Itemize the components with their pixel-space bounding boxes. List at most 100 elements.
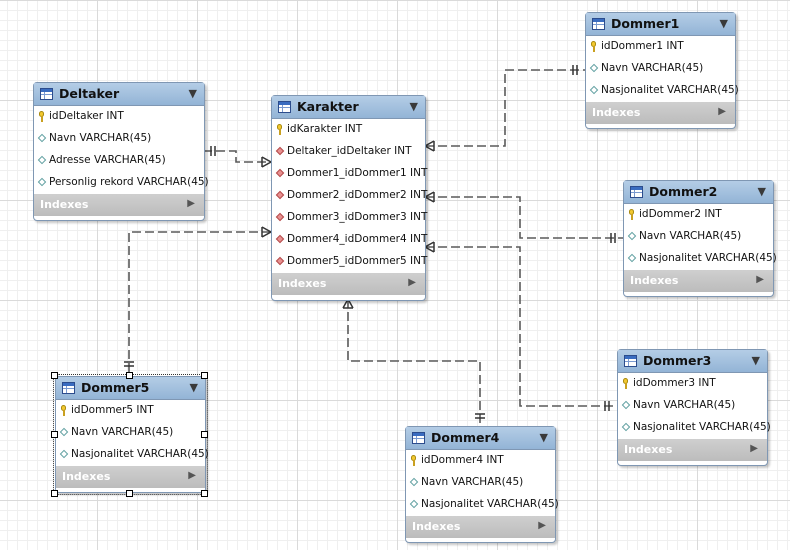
indexes-section[interactable]: Indexes▶ — [624, 270, 773, 292]
table-icon — [40, 88, 53, 100]
table-icon — [412, 432, 425, 444]
column-row[interactable]: Adresse VARCHAR(45) — [34, 150, 204, 172]
table-dommer4[interactable]: Dommer4 ▼ idDommer4 INT Navn VARCHAR(45)… — [405, 426, 559, 543]
resize-handle-top-right[interactable] — [201, 372, 208, 379]
indexes-section[interactable]: Indexes▶ — [618, 439, 767, 461]
column-diamond-icon — [621, 400, 631, 410]
indexes-section[interactable]: Indexes▶ — [56, 466, 205, 488]
resize-handle-top-left[interactable] — [51, 372, 58, 379]
column-row[interactable]: idDeltaker INT — [34, 106, 204, 128]
resize-handle-right[interactable] — [201, 431, 208, 438]
link-karakter-deltaker[interactable] — [203, 150, 271, 163]
column-row[interactable]: idKarakter INT — [272, 119, 425, 141]
link-karakter-dommer3[interactable] — [425, 246, 617, 407]
table-header[interactable]: Dommer3 ▼ — [618, 350, 767, 373]
column-diamond-icon — [37, 133, 47, 143]
expand-arrow-icon[interactable]: ▶ — [538, 520, 546, 531]
table-name: Karakter — [297, 99, 359, 114]
expand-arrow-icon[interactable]: ▶ — [188, 470, 196, 481]
table-icon — [630, 186, 643, 198]
primary-key-icon — [39, 111, 44, 122]
column-row[interactable]: Personlig rekord VARCHAR(45) — [34, 172, 209, 194]
resize-handle-bottom-left[interactable] — [51, 490, 58, 497]
resize-handle-bottom-right[interactable] — [201, 490, 208, 497]
link-karakter-dommer2[interactable] — [425, 196, 623, 239]
collapse-arrow-icon[interactable]: ▼ — [751, 354, 760, 367]
table-dommer2[interactable]: Dommer2 ▼ idDommer2 INT Navn VARCHAR(45)… — [623, 180, 777, 297]
column-row[interactable]: Dommer5_idDommer5 INT — [272, 251, 427, 273]
indexes-section[interactable]: Indexes▶ — [586, 102, 735, 124]
column-row[interactable]: idDommer5 INT — [56, 400, 205, 422]
column-row[interactable]: idDommer2 INT — [624, 204, 773, 226]
column-row[interactable]: Navn VARCHAR(45) — [56, 422, 205, 444]
indexes-section[interactable]: Indexes▶ — [34, 194, 204, 216]
foreign-key-icon — [275, 234, 285, 244]
resize-handle-left[interactable] — [51, 431, 58, 438]
collapse-arrow-icon[interactable]: ▼ — [409, 100, 418, 113]
link-karakter-dommer1[interactable] — [425, 69, 585, 147]
table-header[interactable]: Dommer2 ▼ — [624, 181, 773, 204]
column-row[interactable]: Navn VARCHAR(45) — [34, 128, 204, 150]
column-diamond-icon — [59, 427, 69, 437]
column-diamond-icon — [621, 422, 631, 432]
column-diamond-icon — [409, 499, 419, 509]
table-dommer5[interactable]: Dommer5 ▼ idDommer5 INT Navn VARCHAR(45)… — [53, 374, 209, 495]
indexes-section[interactable]: Indexes▶ — [272, 273, 425, 295]
expand-arrow-icon[interactable]: ▶ — [187, 198, 195, 209]
link-karakter-dommer5[interactable] — [128, 231, 271, 373]
table-dommer1[interactable]: Dommer1 ▼ idDommer1 INT Navn VARCHAR(45)… — [585, 12, 739, 129]
column-row[interactable]: Navn VARCHAR(45) — [406, 472, 555, 494]
column-row[interactable]: Dommer1_idDommer1 INT — [272, 163, 427, 185]
primary-key-icon — [629, 209, 634, 220]
table-icon — [278, 101, 291, 113]
column-diamond-icon — [409, 477, 419, 487]
table-deltaker[interactable]: Deltaker ▼ idDeltaker INT Navn VARCHAR(4… — [33, 82, 209, 221]
link-karakter-dommer4[interactable] — [347, 299, 481, 426]
column-row[interactable]: Nasjonalitet VARCHAR(45) — [56, 444, 209, 466]
expand-arrow-icon[interactable]: ▶ — [756, 274, 764, 285]
column-row[interactable]: Navn VARCHAR(45) — [586, 58, 735, 80]
table-header[interactable]: Dommer4 ▼ — [406, 427, 555, 450]
table-name: Deltaker — [59, 86, 120, 101]
table-name: Dommer3 — [643, 353, 712, 368]
table-header[interactable]: Karakter ▼ — [272, 96, 425, 119]
collapse-arrow-icon[interactable]: ▼ — [539, 431, 548, 444]
column-row[interactable]: Nasjonalitet VARCHAR(45) — [624, 248, 777, 270]
column-row[interactable]: Navn VARCHAR(45) — [618, 395, 767, 417]
collapse-arrow-icon[interactable]: ▼ — [188, 87, 197, 100]
column-row[interactable]: idDommer1 INT — [586, 36, 735, 58]
column-row[interactable]: Dommer4_idDommer4 INT — [272, 229, 427, 251]
foreign-key-icon — [275, 212, 285, 222]
collapse-arrow-icon[interactable]: ▼ — [719, 17, 728, 30]
column-row[interactable]: Nasjonalitet VARCHAR(45) — [586, 80, 739, 102]
collapse-arrow-icon[interactable]: ▼ — [757, 185, 766, 198]
column-row[interactable]: Dommer2_idDommer2 INT — [272, 185, 427, 207]
expand-arrow-icon[interactable]: ▶ — [750, 443, 758, 454]
foreign-key-icon — [275, 146, 285, 156]
foreign-key-icon — [275, 168, 285, 178]
resize-handle-top[interactable] — [126, 372, 133, 379]
table-name: Dommer2 — [649, 184, 718, 199]
column-row[interactable]: Navn VARCHAR(45) — [624, 226, 773, 248]
table-icon — [592, 18, 605, 30]
column-row[interactable]: Deltaker_idDeltaker INT — [272, 141, 425, 163]
expand-arrow-icon[interactable]: ▶ — [408, 277, 416, 288]
column-row[interactable]: Nasjonalitet VARCHAR(45) — [406, 494, 559, 516]
column-diamond-icon — [37, 155, 47, 165]
column-row[interactable]: Dommer3_idDommer3 INT — [272, 207, 427, 229]
column-row[interactable]: idDommer3 INT — [618, 373, 767, 395]
table-karakter[interactable]: Karakter ▼ idKarakter INT Deltaker_idDel… — [271, 95, 427, 301]
resize-handle-bottom[interactable] — [126, 490, 133, 497]
table-header[interactable]: Deltaker ▼ — [34, 83, 204, 106]
expand-arrow-icon[interactable]: ▶ — [718, 106, 726, 117]
table-name: Dommer1 — [611, 16, 680, 31]
table-header[interactable]: Dommer1 ▼ — [586, 13, 735, 36]
table-icon — [624, 355, 637, 367]
column-row[interactable]: Nasjonalitet VARCHAR(45) — [618, 417, 771, 439]
indexes-section[interactable]: Indexes▶ — [406, 516, 555, 538]
column-row[interactable]: idDommer4 INT — [406, 450, 555, 472]
collapse-arrow-icon[interactable]: ▼ — [189, 381, 198, 394]
table-header[interactable]: Dommer5 ▼ — [56, 377, 205, 400]
table-dommer3[interactable]: Dommer3 ▼ idDommer3 INT Navn VARCHAR(45)… — [617, 349, 771, 466]
column-diamond-icon — [627, 253, 637, 263]
